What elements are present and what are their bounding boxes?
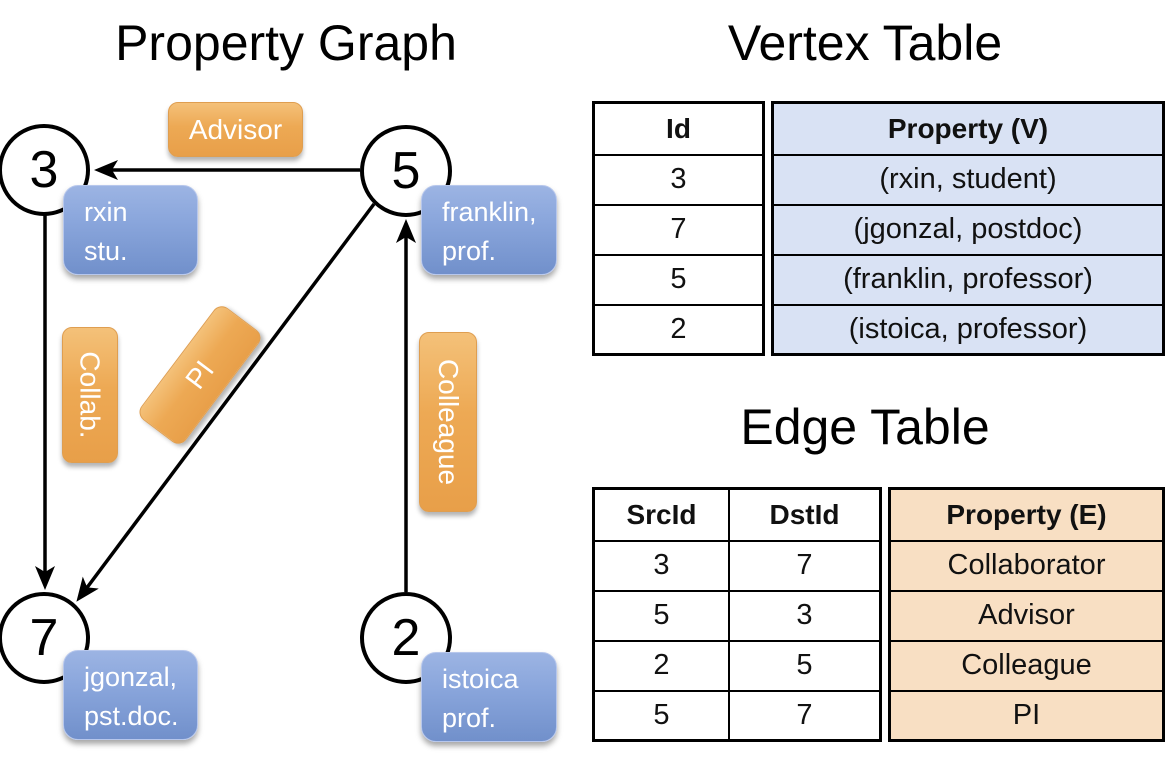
vertex-table-cell: (istoica, professor) (771, 303, 1165, 356)
vertex-table-cell: (franklin, professor) (771, 253, 1165, 306)
edge-label-text: Colleague (433, 358, 465, 486)
vertex-prop-text: pst.doc. (84, 701, 179, 731)
edge-label-text: Collab. (75, 351, 107, 439)
vertex-prop-text: stu. (84, 236, 128, 266)
edge-5-to-7 (76, 202, 376, 602)
vertex-table-cell: 7 (592, 203, 765, 256)
edge-table-cell: 3 (728, 589, 882, 642)
edge-table-cell: 5 (592, 689, 730, 742)
vertex-table-title: Vertex Table (727, 15, 1003, 71)
vertex-prop-text: prof. (442, 236, 497, 266)
edge-table-title: Edge Table (740, 399, 990, 455)
vertex-table-cell: (jgonzal, postdoc) (771, 203, 1165, 256)
vertex-table-cell: 5 (592, 253, 765, 306)
edge-table-cell: 7 (728, 689, 882, 742)
edge-table-cell: PI (888, 689, 1165, 742)
graph-node-5: 5 (360, 125, 452, 217)
vertex-prop-text: prof. (442, 703, 497, 733)
vertex-table-cell: (rxin, student) (771, 153, 1165, 206)
edge-table-cell: 2 (592, 639, 730, 692)
vertex-table-header-id: Id (592, 101, 765, 156)
edge-label-advisor: Advisor (168, 102, 303, 157)
vertex-prop-text: franklin, (442, 197, 537, 227)
edge-table-cell: 5 (592, 589, 730, 642)
vertex-prop-box-5: franklin, prof. (421, 185, 557, 275)
graph-edges (35, 160, 416, 602)
vertex-prop-text: rxin (84, 197, 128, 227)
edge-table-cell: 5 (728, 639, 882, 692)
node-7-id: 7 (29, 609, 59, 667)
edge-label-text: Advisor (188, 113, 283, 145)
edge-table-property-column: Property (E) Collaborator Advisor Collea… (888, 487, 1165, 742)
node-5-id: 5 (391, 142, 421, 200)
vertex-table-id-column: Id 3 7 5 2 (592, 101, 765, 356)
vertex-table-cell: 2 (592, 303, 765, 356)
vertex-prop-text: jgonzal, (84, 662, 178, 692)
vertex-prop-text: istoica (442, 664, 519, 694)
edge-table-cell: 3 (592, 539, 730, 592)
node-3-id: 3 (29, 141, 59, 199)
edge-table-cell: Advisor (888, 589, 1165, 642)
edge-table-cell: Colleague (888, 639, 1165, 692)
vertex-table-header-property: Property (V) (771, 101, 1165, 156)
edge-table-header-dstid: DstId (728, 487, 882, 542)
edge-table-cell: Collaborator (888, 539, 1165, 592)
edge-label-colleague: Colleague (419, 332, 477, 512)
vertex-prop-box-3: rxin stu. (63, 185, 198, 275)
edge-table-cell: 7 (728, 539, 882, 592)
edge-label-text: PI (179, 354, 220, 395)
edge-table-header-srcid: SrcId (592, 487, 730, 542)
vertex-prop-box-2: istoica prof. (421, 652, 557, 742)
vertex-table-property-column: Property (V) (rxin, student) (jgonzal, p… (771, 101, 1165, 356)
property-graph-title: Property Graph (115, 15, 457, 71)
edge-label-collab: Collab. (62, 327, 118, 463)
vertex-table-cell: 3 (592, 153, 765, 206)
edge-table-header-property: Property (E) (888, 487, 1165, 542)
node-2-id: 2 (391, 609, 421, 667)
edge-table-id-columns: SrcId DstId 3 7 5 3 2 5 5 7 (592, 487, 882, 742)
vertex-prop-box-7: jgonzal, pst.doc. (63, 650, 198, 740)
graph-node-2: 2 (360, 592, 452, 684)
